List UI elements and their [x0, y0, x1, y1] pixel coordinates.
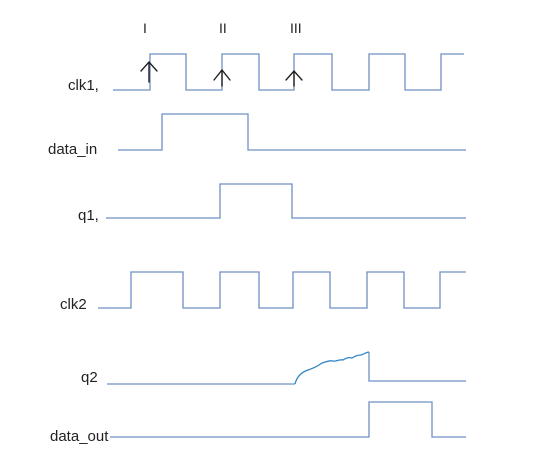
clk1-rising-edge-arrow-3 [285, 69, 303, 87]
q1-waveform [106, 183, 466, 219]
clk1-waveform [113, 53, 464, 91]
signal-label-clk2: clk2 [60, 296, 87, 313]
clk2-waveform [98, 271, 466, 309]
signal-label-clk1: clk1, [68, 77, 99, 94]
q2-waveform [107, 352, 466, 385]
clk1-rising-edge-arrow-1 [140, 60, 158, 83]
edge-label-3: III [290, 20, 302, 36]
signal-label-data-out: data_out [50, 428, 109, 445]
data-out-waveform [110, 401, 466, 438]
signal-label-data-in: data_in [48, 141, 98, 158]
edge-label-1: I [143, 20, 147, 36]
signal-label-q2: q2 [81, 369, 98, 386]
signal-label-q1: q1, [78, 207, 99, 224]
q2-metastable-trace [294, 351, 370, 385]
edge-label-2: II [219, 20, 227, 36]
clk1-rising-edge-arrow-2 [213, 68, 231, 87]
data-in-waveform [118, 113, 466, 151]
